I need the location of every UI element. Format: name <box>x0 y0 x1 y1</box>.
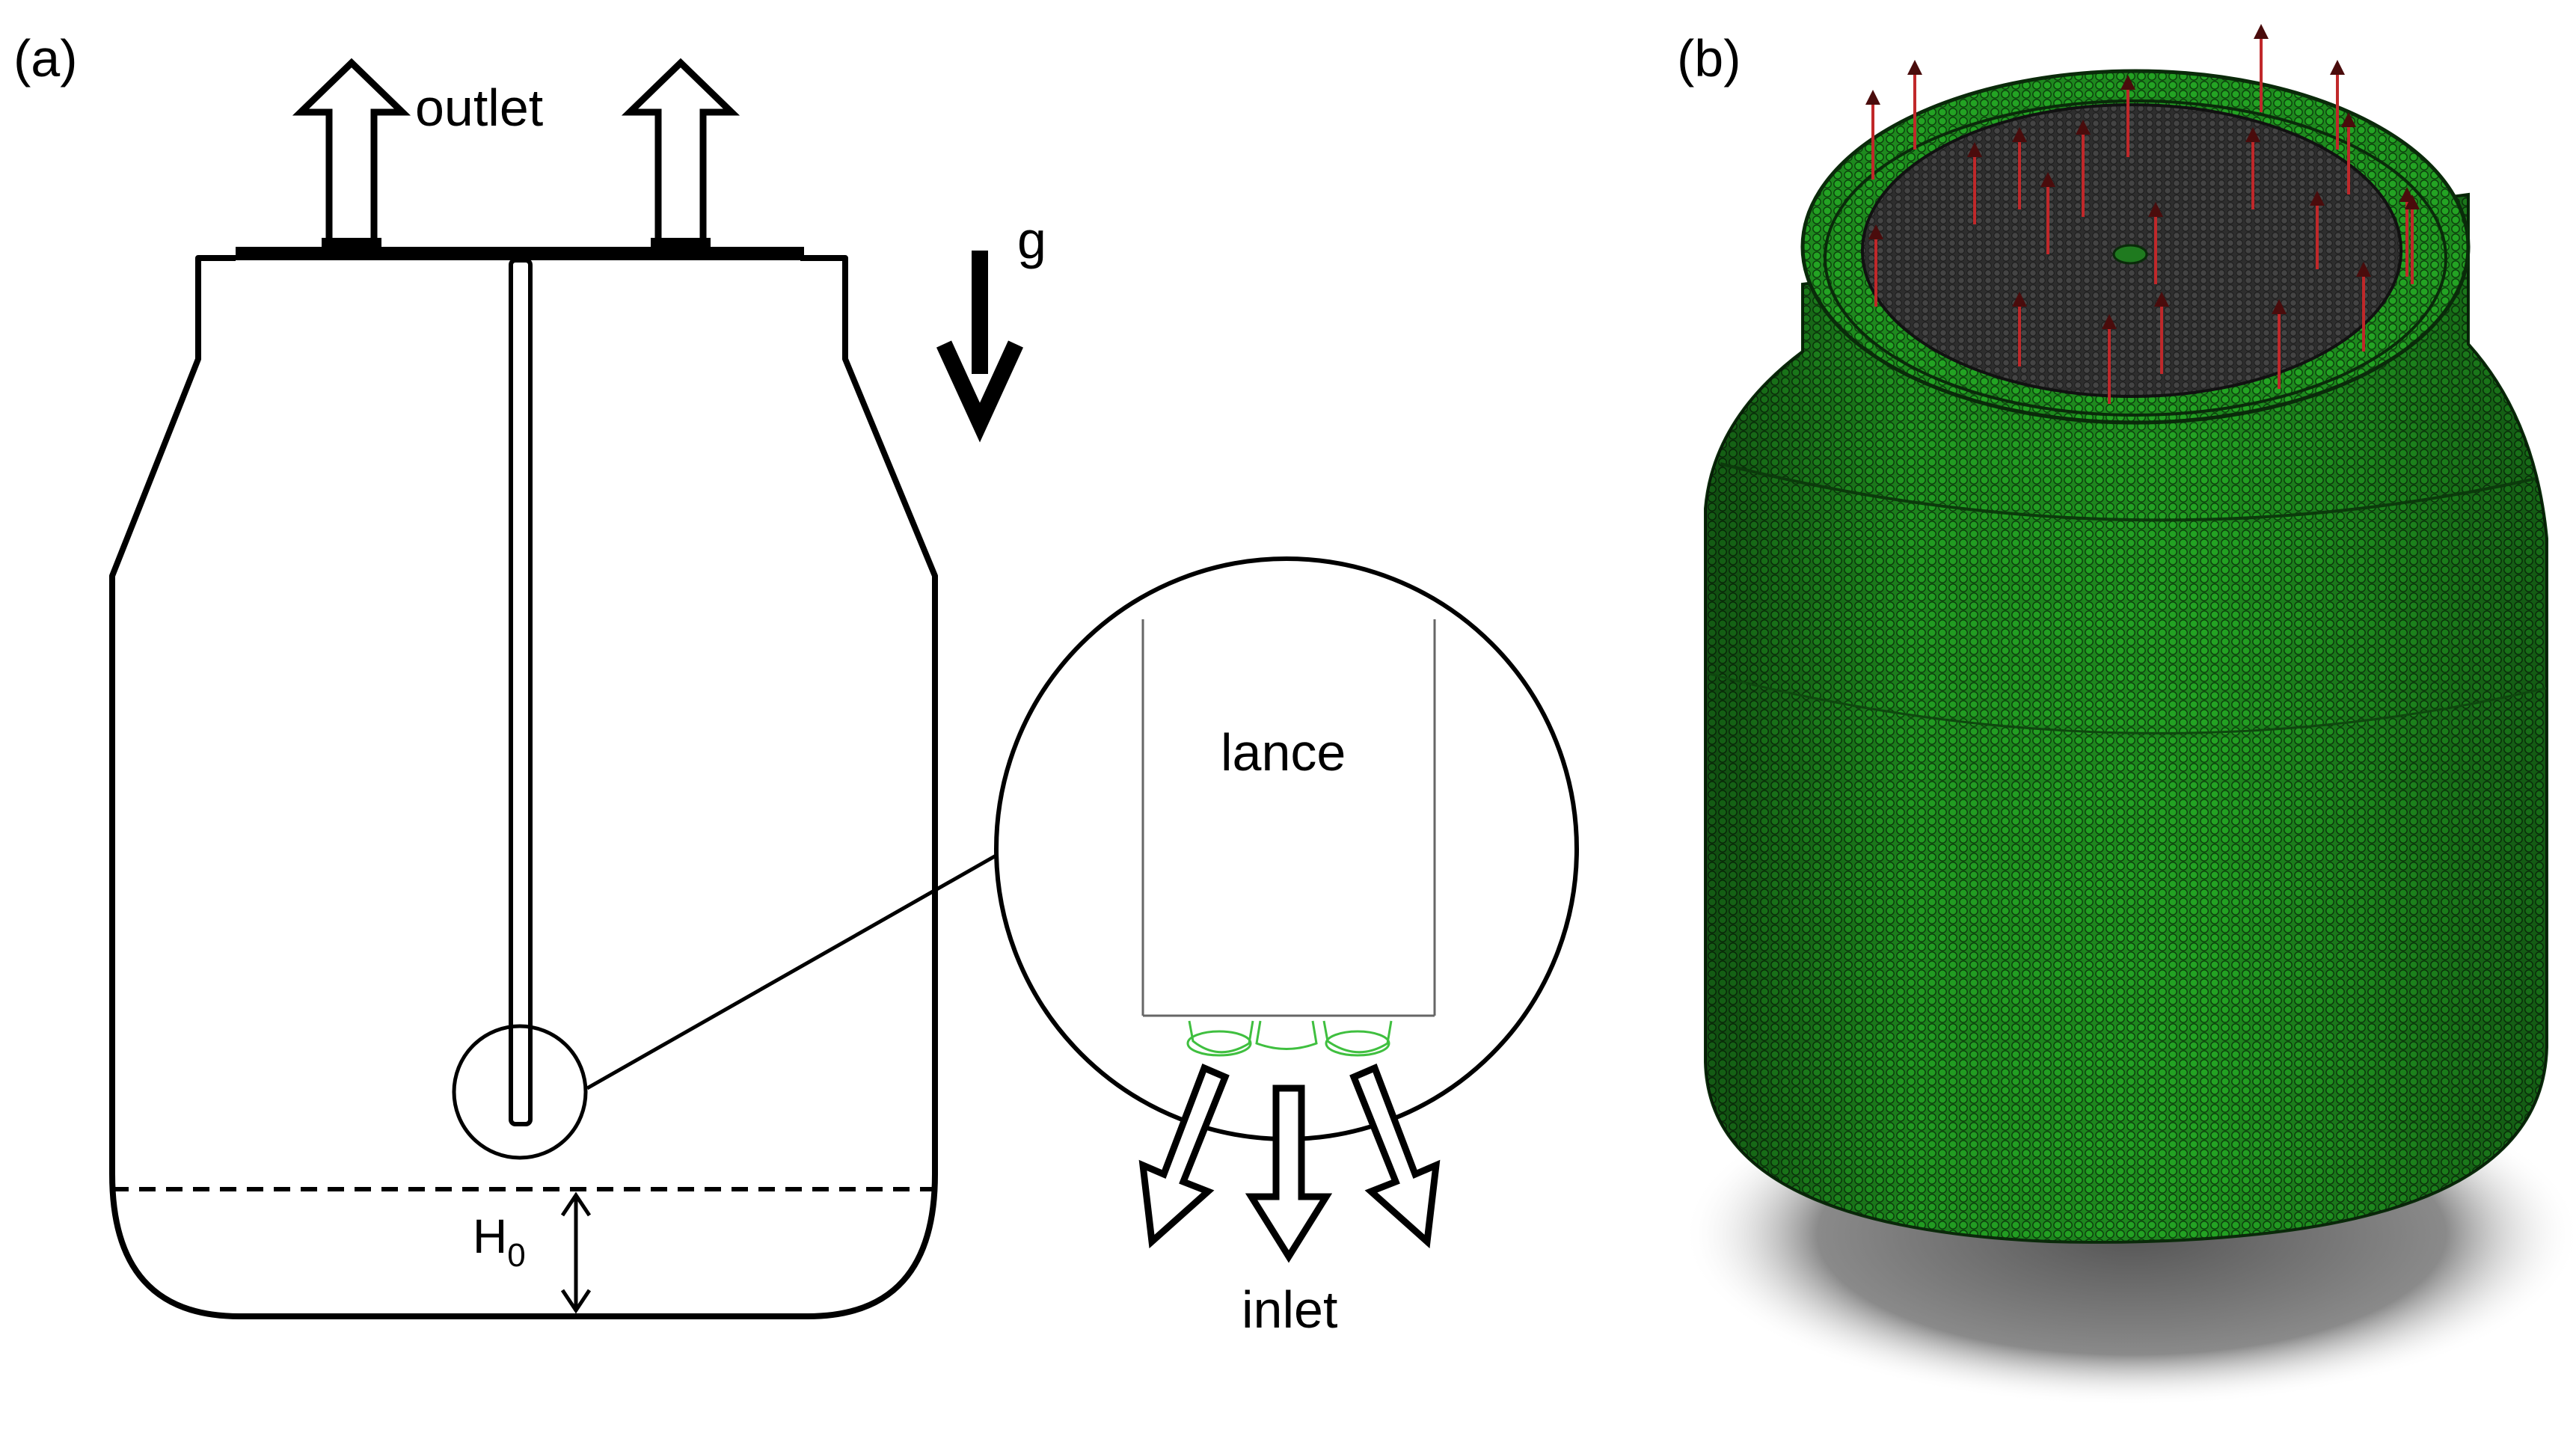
outlet-collar-left <box>322 238 381 250</box>
vessel-lid <box>236 247 804 260</box>
zoom-detail-circle <box>994 556 1579 1141</box>
panel-b-label: (b) <box>1677 29 1741 88</box>
gravity-arrow <box>936 251 1024 443</box>
body-seam <box>1706 672 2547 734</box>
inlet-label: inlet <box>1242 1280 1337 1339</box>
outlet-vectors <box>1865 24 2420 404</box>
shoulder-seam <box>1720 462 2536 522</box>
body-shading <box>1705 194 2547 1242</box>
height-dimension <box>560 1191 592 1314</box>
nozzle-tips <box>1186 1020 1393 1057</box>
outlet-arrow-right <box>621 58 740 243</box>
outlet-label: outlet <box>415 79 543 137</box>
rim-inner-edge <box>1824 99 2447 417</box>
vessel-outline <box>109 255 938 1319</box>
inlet-arrow-left <box>1138 1064 1230 1249</box>
panel-a-diagram: (a) outlet H0 <box>13 29 1579 1339</box>
lance-label: lance <box>1221 723 1346 782</box>
lance-detail <box>1141 619 1436 1017</box>
outlet-collar-right <box>651 238 711 250</box>
lance-port <box>2112 244 2148 265</box>
panel-a-label: (a) <box>13 29 78 88</box>
zoom-region-circle <box>452 1024 588 1160</box>
outlet-arrow-left <box>292 58 411 243</box>
inlet-arrow-right <box>1349 1064 1441 1249</box>
gravity-label: g <box>1017 211 1046 269</box>
panel-b-mesh-view: (b) <box>1677 24 2576 1406</box>
inlet-arrow-center <box>1245 1084 1333 1263</box>
lance-pipe <box>509 258 533 1126</box>
zoom-connector <box>586 852 1000 1090</box>
height-label: H0 <box>473 1209 526 1274</box>
